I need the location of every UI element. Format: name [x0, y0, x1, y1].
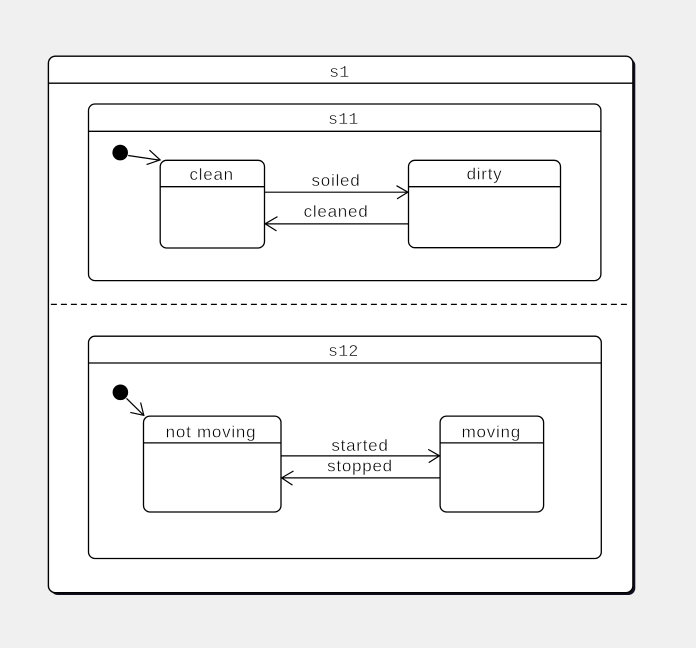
- svg-text:dirty: dirty: [467, 165, 503, 184]
- svg-text:s1: s1: [329, 64, 349, 83]
- svg-text:moving: moving: [462, 422, 521, 441]
- svg-text:not moving: not moving: [166, 422, 257, 441]
- svg-text:soiled: soiled: [312, 171, 361, 190]
- svg-text:started: started: [331, 436, 388, 455]
- svg-text:s11: s11: [328, 111, 359, 130]
- svg-text:stopped: stopped: [327, 457, 393, 476]
- svg-text:cleaned: cleaned: [304, 202, 369, 221]
- svg-text:s12: s12: [328, 343, 359, 362]
- svg-text:clean: clean: [190, 165, 234, 184]
